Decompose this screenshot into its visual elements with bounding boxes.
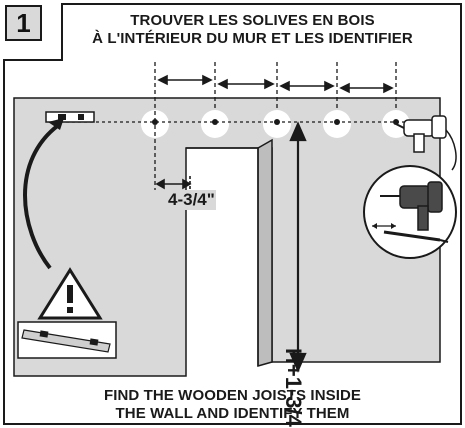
warning-triangle-icon bbox=[37, 267, 103, 320]
joist-spacing-arrows bbox=[157, 74, 394, 94]
door-jamb-right bbox=[257, 138, 273, 367]
caption-english-line-2: THE WALL AND IDENTIFY THEM bbox=[115, 405, 350, 422]
caption-french: TROUVER LES SOLIVES EN BOIS À L'INTÉRIEU… bbox=[20, 12, 465, 48]
caption-french-line-1: TROUVER LES SOLIVES EN BOIS bbox=[130, 12, 375, 29]
warning-curve-arrow bbox=[23, 122, 62, 270]
height-arrow bbox=[289, 121, 307, 373]
level-tool-warning bbox=[17, 321, 117, 359]
panel-frame bbox=[3, 3, 462, 425]
step-number-badge: 1 bbox=[5, 5, 42, 41]
caption-french-line-2: À L'INTÉRIEUR DU MUR ET LES IDENTIFIER bbox=[92, 30, 413, 47]
offset-arrow bbox=[155, 176, 192, 192]
drill-icon bbox=[395, 115, 457, 171]
drill-detail-inset bbox=[363, 165, 457, 259]
caption-english-line-1: FIND THE WOODEN JOISTS INSIDE bbox=[103, 387, 362, 404]
level-tool-on-wall bbox=[45, 111, 95, 123]
caption-english: FIND THE WOODEN JOISTS INSIDE THE WALL A… bbox=[0, 387, 465, 423]
joist-offset-label: 4-3/4" bbox=[167, 190, 216, 210]
